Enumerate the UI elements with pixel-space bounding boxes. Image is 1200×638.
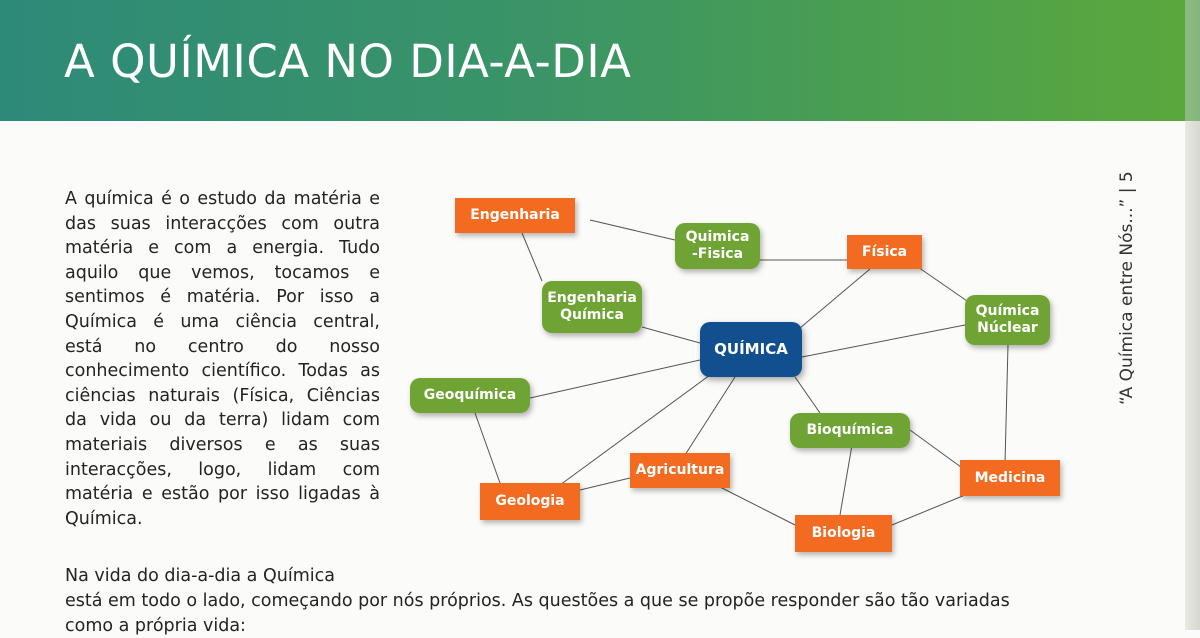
edge-agricultura-biologia (719, 486, 796, 526)
node-label: Bioquímica (806, 422, 894, 438)
edge-engquimica-quimica (641, 326, 701, 344)
running-head: “A Química entre Nós...” | 5 (1112, 171, 1142, 405)
edge-engenharia-engquimica (521, 232, 543, 282)
page-edge-banner (1185, 0, 1200, 121)
edge-nuclear-medicina (1004, 344, 1009, 464)
edge-agricultura-geologia (579, 477, 631, 491)
node-medicina: Medicina (960, 460, 1060, 496)
edge-quimica-fisica (799, 268, 871, 329)
node-geologia: Geologia (480, 483, 580, 520)
node-label: Física (861, 243, 908, 260)
node-label-line1: Engenharia (547, 290, 637, 306)
node-biologia: Biologia (795, 515, 892, 552)
node-engenharia-quimica: Engenharia Química (542, 281, 642, 333)
node-quimica-fisica: Quimica -Fisica (675, 223, 760, 269)
node-label-line2: -Fisica (691, 246, 744, 262)
edge-medicina-biologia (891, 494, 966, 526)
page-edge (1185, 0, 1200, 630)
edge-fisica-nuclear (914, 264, 971, 304)
edge-quimica-nuclear (801, 324, 966, 358)
edge-geoquimica-geologia (474, 412, 501, 484)
node-label: Geoquímica (423, 387, 517, 403)
node-agricultura: Agricultura (630, 453, 730, 488)
edge-bioquimica-biologia (839, 444, 853, 516)
node-label-line1: Quimica (685, 229, 750, 245)
node-label-line2: Química (560, 307, 624, 323)
edge-quimica-geologia (559, 374, 711, 486)
edge-quimica-geoquimica (529, 359, 701, 399)
concept-map: Engenharia Quimica -Fisica Física Engenh… (400, 185, 1080, 565)
node-quimica-nuclear: Química Núclear (965, 295, 1050, 345)
second-paragraph-start: Na vida do dia-a-dia a Química (65, 566, 335, 586)
node-bioquimica: Bioquímica (790, 413, 910, 448)
concept-map-connectors (474, 219, 1009, 526)
node-label: Engenharia (470, 207, 560, 223)
node-engenharia: Engenharia (455, 198, 575, 233)
edge-quimica-bioquimica (794, 376, 821, 414)
page-title: A QUÍMICA NO DIA-A-DIA (64, 35, 632, 88)
running-head-text: “A Química entre Nós...” | 5 (1117, 171, 1137, 405)
node-label: Biologia (811, 525, 876, 541)
node-geoquimica: Geoquímica (410, 378, 530, 413)
edge-quimica-agricultura (684, 376, 736, 456)
intro-paragraph: A química é o estudo da matéria e das su… (65, 189, 380, 529)
second-paragraph-continued: está em todo o lado, começando por nós p… (65, 591, 1010, 636)
node-quimica-central: QUÍMICA (700, 322, 802, 377)
node-label-line2: Núclear (977, 320, 1038, 336)
node-label-line1: Química (975, 303, 1040, 319)
node-label: Agricultura (635, 462, 725, 478)
node-label: Medicina (974, 469, 1046, 486)
title-banner: A QUÍMICA NO DIA-A-DIA (0, 0, 1185, 121)
edge-bioquimica-medicina (909, 429, 966, 471)
node-label: Geologia (495, 493, 565, 509)
node-fisica: Física (847, 235, 922, 269)
edge-engenharia-quimicafisica (589, 219, 676, 241)
node-label: QUÍMICA (714, 340, 788, 358)
